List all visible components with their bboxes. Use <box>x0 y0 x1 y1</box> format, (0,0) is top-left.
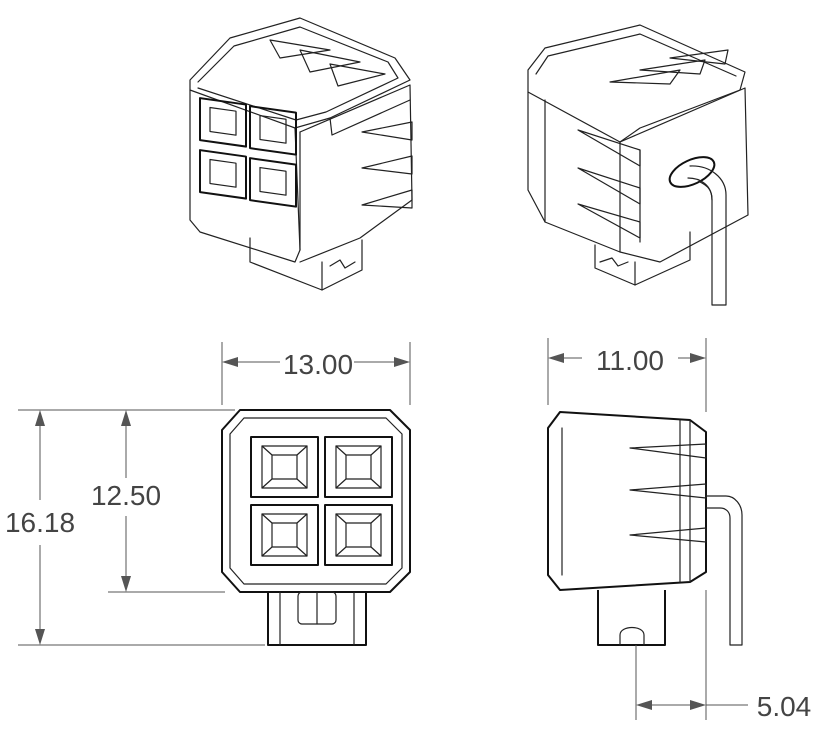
dimension-height-total <box>18 409 265 646</box>
dimension-mount-offset <box>635 590 748 720</box>
dim-label-width-side: 11.00 <box>596 345 664 376</box>
isometric-view-front <box>189 17 413 291</box>
side-view <box>547 411 743 646</box>
dim-label-width-front: 13.00 <box>283 349 353 380</box>
dimension-width-side <box>547 338 707 412</box>
dim-label-height-body: 12.50 <box>91 480 161 511</box>
dim-label-mount-offset: 5.04 <box>757 691 812 722</box>
dim-label-height-total: 16.18 <box>5 507 75 538</box>
front-view <box>221 409 411 646</box>
dimension-height-body <box>108 410 225 593</box>
isometric-view-rear <box>527 24 749 306</box>
dimension-width-front <box>221 342 411 405</box>
